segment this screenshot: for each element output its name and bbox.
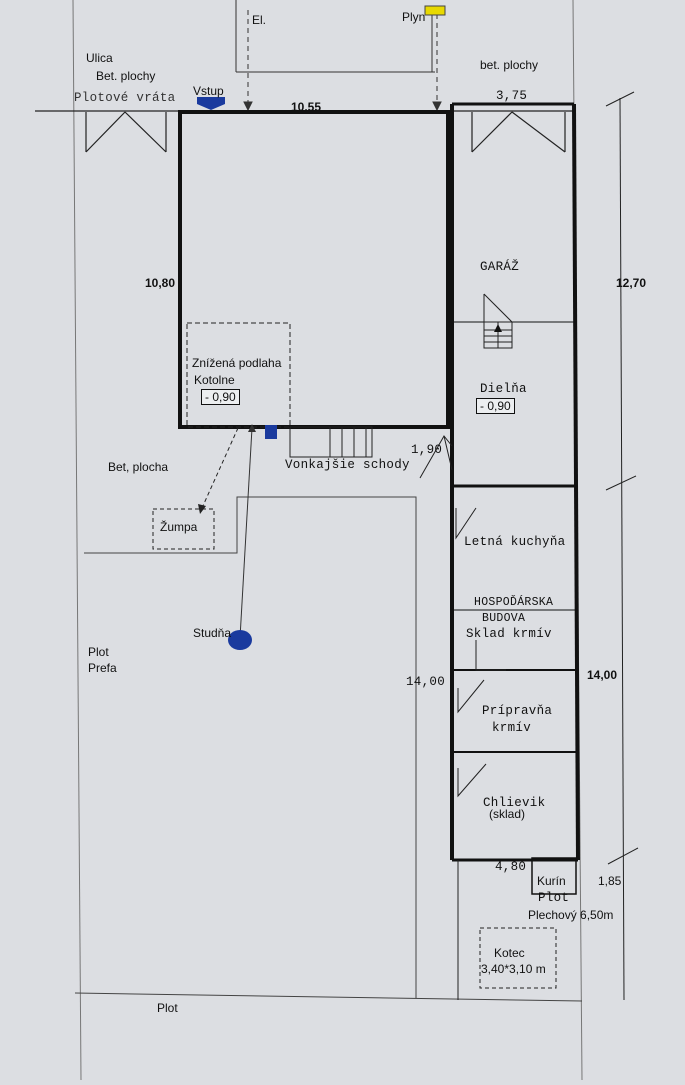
fence-bottom-label: Plot: [157, 1001, 178, 1015]
outbuilding-walls: [450, 102, 580, 862]
utility-lines: [235, 0, 442, 112]
metal-fence-label-2: Plechový 6,50m: [528, 908, 614, 922]
summer-kitchen-label: Letná kuchyňa: [464, 535, 566, 549]
gate-label: Plotové vráta: [74, 91, 176, 105]
concrete-yard-label: Bet, plocha: [108, 460, 169, 474]
workshop-level: - 0,90: [476, 398, 515, 414]
workshop-label: Dielňa: [480, 382, 527, 396]
house-depth-label: 10,80: [145, 276, 176, 290]
boiler-room-label-2: Kotolne: [194, 373, 235, 387]
outdoor-stairs-label: Vonkajšie schody: [285, 458, 410, 472]
entrance-marker: [197, 97, 225, 110]
concrete-right-label: bet. plochy: [480, 58, 539, 72]
rear-door-marker: [265, 425, 277, 439]
feed-prep-label-2: krmív: [492, 721, 532, 735]
outdoor-stairs: [289, 426, 373, 458]
electricity-label: El.: [252, 13, 267, 27]
coop-box: [479, 927, 557, 989]
well-label: Studňa: [193, 626, 232, 640]
garage-stairs: [483, 293, 513, 349]
fence-side-label-2: Prefa: [88, 661, 117, 675]
street-label: Ulica: [86, 51, 113, 65]
left-edge-line: [72, 0, 82, 1081]
well-marker: [228, 630, 252, 650]
garage-depth-label: 12,70: [616, 276, 647, 290]
boiler-room-label-1: Znížená podlaha: [192, 356, 282, 370]
gas-meter-marker: [424, 5, 446, 16]
feed-storage-label: Sklad krmív: [466, 627, 552, 641]
farm-building-label-1: HOSPOĎÁRSKA: [474, 596, 554, 609]
farm-building-label-2: BUDOVA: [482, 612, 526, 625]
shed-label: Chlievik: [483, 796, 546, 810]
bottom-width-label: 4,80: [495, 860, 527, 874]
septic-label: Žumpa: [160, 520, 198, 534]
boiler-room-outline: [186, 322, 291, 428]
entrance-label: Vstup: [193, 84, 224, 98]
gate-right: [471, 111, 566, 153]
concrete-left-label: Bet. plochy: [96, 69, 156, 83]
fence-side-label-1: Plot: [88, 645, 109, 659]
coop-size-label: 3,40*3,10 m: [481, 962, 546, 976]
coop-name-label: Kotec: [494, 946, 525, 960]
garage-width-label: 3,75: [496, 89, 528, 103]
outbuilding-right-dim: 14,00: [587, 668, 618, 682]
septic-tank: [152, 508, 215, 550]
well-pipe: [239, 427, 253, 639]
steps-offset-label: 1,90: [411, 443, 443, 457]
metal-fence-label-1: Plot: [538, 891, 570, 905]
outdoor-step-door: [419, 435, 453, 479]
garage-label: GARÁŽ: [480, 260, 520, 274]
henhouse-label: Kurín: [537, 874, 566, 888]
right-dimension: [605, 91, 639, 1001]
boiler-room-level: - 0,90: [201, 389, 240, 405]
feed-prep-label-1: Prípravňa: [482, 704, 553, 718]
door-swings: [455, 507, 506, 798]
septic-pipe: [201, 427, 239, 509]
shed-sub-label: (sklad): [489, 807, 526, 821]
yard-outline: [74, 496, 583, 1002]
gas-label: Plyn: [402, 10, 426, 24]
henhouse-box: [531, 857, 577, 895]
kurin-offset-label: 1,85: [598, 874, 622, 888]
outbuilding-left-dim: 14,00: [406, 675, 446, 689]
house-width-label: 10.55: [291, 100, 322, 114]
gate-left: [85, 111, 167, 153]
